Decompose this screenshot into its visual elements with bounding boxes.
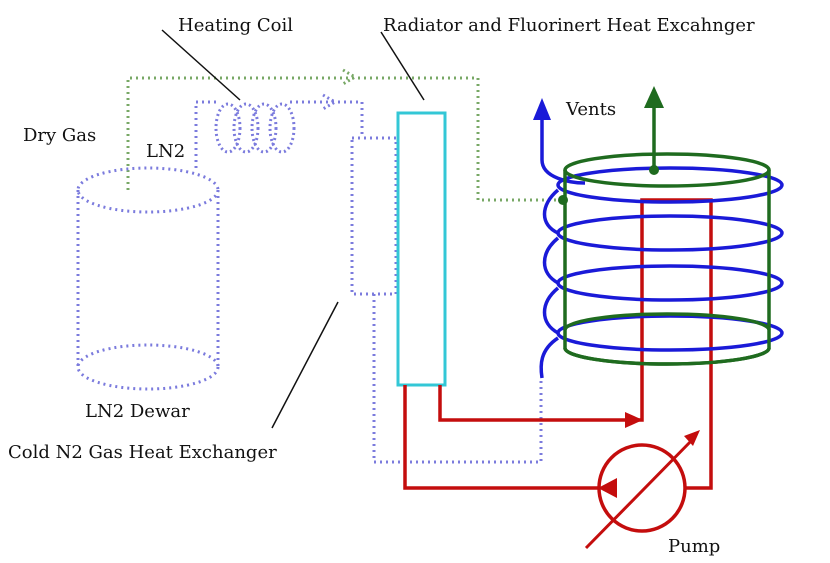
vent-arrow-blue <box>533 98 551 120</box>
coolant-loop <box>403 198 713 490</box>
fluorinert-tank <box>563 108 771 366</box>
dry-gas-line <box>126 68 560 202</box>
label-radiator: Radiator and Fluorinert Heat Excahnger <box>383 15 755 36</box>
heating-coil <box>214 102 296 154</box>
label-dry-gas: Dry Gas <box>23 125 96 146</box>
cold-n2-heat-exchanger <box>350 136 543 464</box>
label-ln2-dewar: LN2 Dewar <box>85 401 190 422</box>
tank-vent-dot <box>649 165 659 175</box>
label-ln2: LN2 <box>146 141 185 162</box>
label-pump: Pump <box>668 536 720 557</box>
ln2-dewar <box>76 166 220 391</box>
radiator <box>396 111 447 387</box>
vent-coil <box>539 112 784 379</box>
flow-arrow-right <box>625 412 643 428</box>
pump <box>584 430 700 550</box>
label-vents: Vents <box>565 99 616 120</box>
vent-arrow-green <box>644 86 664 108</box>
ln2-line <box>194 93 364 168</box>
dry-gas-inlet-dot <box>558 195 568 205</box>
label-heating-coil: Heating Coil <box>178 15 293 36</box>
leader-lines <box>161 29 425 429</box>
label-cold-hx: Cold N2 Gas Heat Exchanger <box>8 442 277 463</box>
